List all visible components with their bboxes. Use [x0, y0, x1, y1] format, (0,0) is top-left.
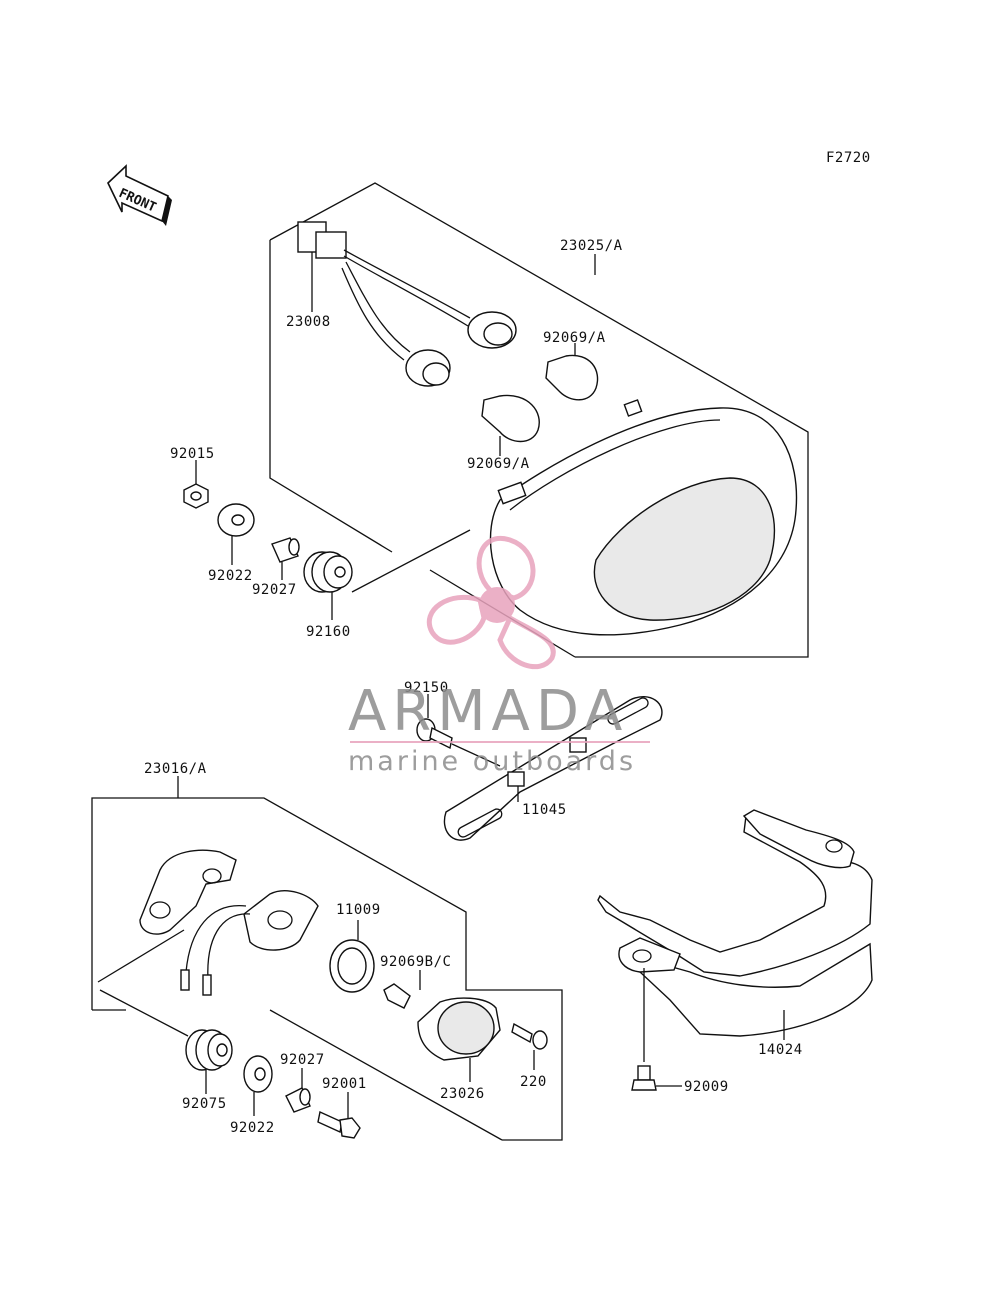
screw-220: [511, 1022, 548, 1070]
label-11045: 11045: [522, 802, 567, 818]
label-92069A-bottom: 92069/A: [467, 456, 530, 472]
label-92150: 92150: [404, 680, 449, 696]
label-92009: 92009: [684, 1079, 729, 1095]
license-lamp-assembly-frame: [91, 776, 563, 1141]
label-92027-top: 92027: [252, 582, 297, 598]
label-23008: 23008: [286, 314, 331, 330]
lamp-socket-wires: [180, 890, 319, 996]
label-220: 220: [520, 1074, 547, 1090]
wiring-harness-23008: [297, 221, 517, 387]
label-92160: 92160: [306, 624, 351, 640]
label-23016A: 23016/A: [144, 761, 207, 777]
figure-code: F2720: [826, 150, 871, 166]
armada-logo-watermark: ARMADA marine outboards: [348, 535, 650, 777]
front-arrow-icon: FRONT: [107, 164, 172, 226]
bolt-92001: [317, 1092, 361, 1139]
label-23026: 23026: [440, 1086, 485, 1102]
grommet-92075: [185, 1029, 233, 1094]
nut-92015: [183, 460, 209, 509]
bulb-92069BC: [383, 970, 421, 1009]
lens-cover-23026: [417, 997, 501, 1082]
label-92022-bottom: 92022: [230, 1120, 275, 1136]
rear-cover-14024: [597, 809, 873, 1040]
watermark-brand: ARMADA: [348, 679, 628, 744]
tail-lamp-lens: [489, 399, 798, 636]
washer-92022-bottom: [243, 1055, 273, 1116]
washer-92022-top: [217, 503, 255, 565]
label-92015: 92015: [170, 446, 215, 462]
grommet-92160: [303, 551, 353, 620]
label-92075: 92075: [182, 1096, 227, 1112]
lamp-base-plate: [139, 849, 237, 935]
label-14024: 14024: [758, 1042, 803, 1058]
watermark-tagline: marine outboards: [348, 746, 636, 777]
propeller-icon: [427, 535, 556, 670]
gasket-11009: [329, 920, 375, 993]
label-92069BC: 92069B/C: [380, 954, 451, 970]
collar-92027-top: [271, 537, 300, 580]
bulb-92069A-top: [545, 343, 599, 401]
collar-92027-bottom: [285, 1068, 311, 1113]
bolt-92009: [631, 968, 682, 1091]
label-92022-top: 92022: [208, 568, 253, 584]
label-92001: 92001: [322, 1076, 367, 1092]
label-23025A: 23025/A: [560, 238, 623, 254]
license-bracket-11045: [443, 695, 663, 841]
label-11009: 11009: [336, 902, 381, 918]
label-92069A-top: 92069/A: [543, 330, 606, 346]
bulb-92069A-bottom: [481, 394, 540, 456]
label-92027-bottom: 92027: [280, 1052, 325, 1068]
